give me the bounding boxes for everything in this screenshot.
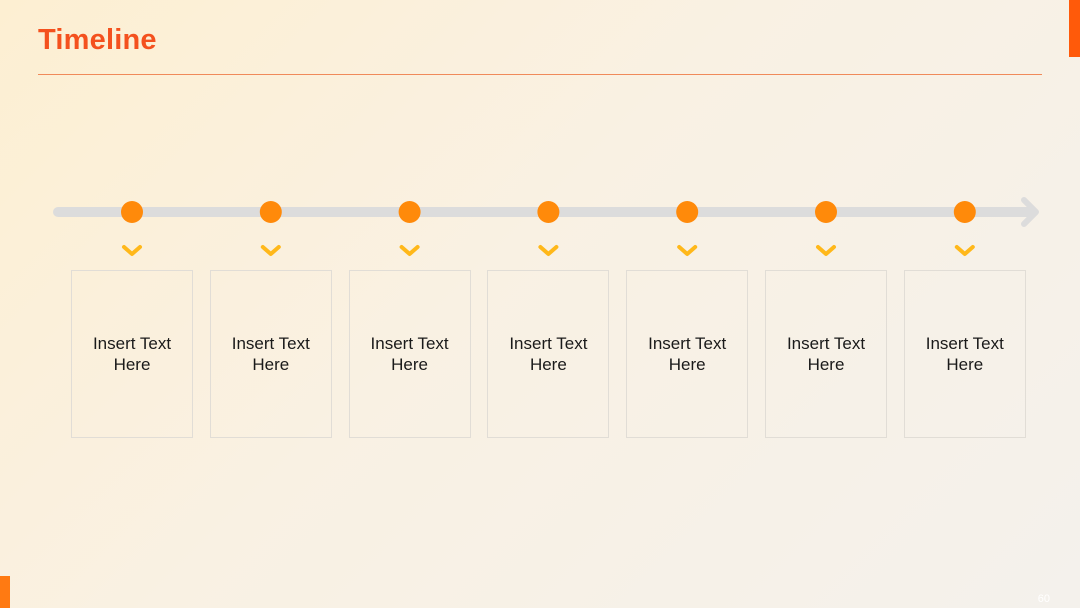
chevron-down-icon [954, 245, 975, 256]
circle-node-icon [953, 201, 976, 223]
page-title: Timeline [38, 24, 157, 56]
chevron-down-icon [816, 245, 836, 256]
accent-bar-top [1069, 0, 1080, 57]
timeline-card[interactable]: Insert Text Here [209, 270, 332, 438]
arrow-right-icon [1021, 197, 1039, 227]
timeline-card[interactable]: Insert Text Here [626, 270, 749, 438]
timeline-track [53, 197, 1039, 256]
title-divider [38, 74, 1042, 75]
circle-node-icon [815, 201, 837, 223]
timeline-card-text: Insert Text Here [370, 334, 449, 374]
circle-node-icon [398, 201, 421, 223]
timeline-card-text: Insert Text Here [231, 334, 310, 374]
chevron-down-icon [677, 245, 698, 256]
timeline-card[interactable]: Insert Text Here [348, 270, 471, 438]
chevron-down-icon [399, 245, 420, 256]
timeline-card-text: Insert Text Here [648, 334, 727, 374]
timeline-card-text: Insert Text Here [92, 334, 172, 374]
circle-node-icon [121, 201, 143, 223]
timeline-card[interactable]: Insert Text Here [903, 270, 1026, 438]
timeline-card-text: Insert Text Here [925, 334, 1004, 374]
circle-node-icon [676, 201, 699, 223]
chevron-down-icon [538, 245, 559, 256]
page-number: 60 [1037, 593, 1050, 605]
timeline-card[interactable]: Insert Text Here [71, 270, 193, 438]
accent-bar-bottom [0, 576, 10, 608]
timeline-card[interactable]: Insert Text Here [487, 270, 610, 438]
timeline-card-text: Insert Text Here [786, 334, 866, 374]
circle-node-icon [259, 201, 282, 223]
timeline-card[interactable]: Insert Text Here [765, 270, 887, 438]
timeline-card-text: Insert Text Here [509, 334, 588, 374]
circle-node-icon [537, 201, 560, 223]
chevron-down-icon [260, 245, 281, 256]
chevron-down-icon [122, 245, 142, 256]
